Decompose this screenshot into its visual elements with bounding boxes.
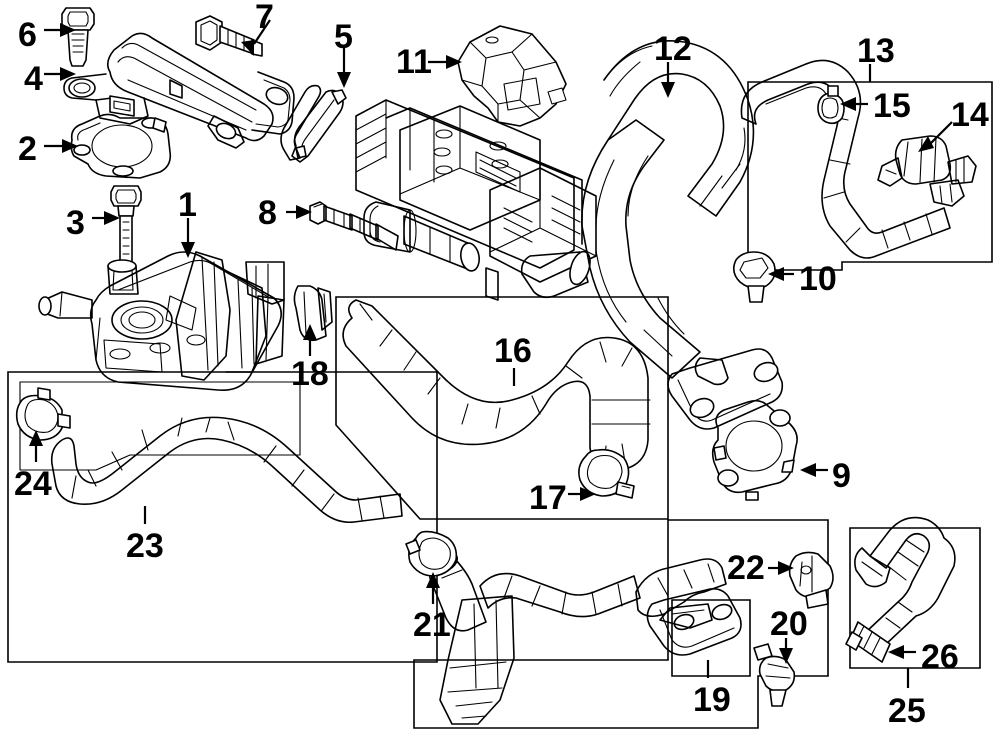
part-24-hose-clamp bbox=[15, 387, 71, 441]
callout-21: 21 bbox=[413, 606, 451, 644]
group-box-19 bbox=[413, 519, 829, 729]
callout-14: 14 bbox=[951, 96, 989, 134]
callout-12: 12 bbox=[654, 30, 692, 68]
group-box-23 bbox=[7, 371, 438, 663]
callout-7: 7 bbox=[255, 0, 274, 36]
part-6-flange-bolt bbox=[61, 7, 95, 67]
callout-1: 1 bbox=[178, 186, 197, 224]
part-12-flange bbox=[667, 348, 784, 430]
group-box-25 bbox=[849, 527, 981, 669]
callout-17: 17 bbox=[529, 479, 567, 517]
part-17-hose-clamp bbox=[578, 448, 635, 499]
part-3-mounting-bolt bbox=[110, 185, 142, 271]
part-egr-cooler-body bbox=[355, 99, 597, 301]
callout-9: 9 bbox=[832, 457, 851, 495]
part-5b-cooler-gasket bbox=[280, 84, 322, 161]
part-2-egr-valve-gasket bbox=[70, 113, 172, 179]
part-10-mounting-nut bbox=[732, 251, 776, 303]
group-box-20 bbox=[671, 599, 751, 677]
callout-5: 5 bbox=[334, 18, 353, 56]
part-8-vacuum-hose-fitting bbox=[309, 201, 399, 251]
callout-19: 19 bbox=[693, 681, 731, 719]
callout-10: 10 bbox=[799, 260, 837, 298]
callout-22: 22 bbox=[727, 549, 765, 587]
part-4-egr-tube-bracket bbox=[63, 32, 295, 149]
callout-18: 18 bbox=[291, 355, 329, 393]
callout-15: 15 bbox=[873, 87, 911, 125]
part-11-heat-shield bbox=[457, 25, 567, 127]
callout-24: 24 bbox=[14, 465, 52, 503]
part-9-pipe-gasket bbox=[711, 399, 798, 501]
group-box-23-inner bbox=[19, 381, 301, 471]
callout-26: 26 bbox=[921, 638, 959, 676]
callout-6: 6 bbox=[18, 16, 37, 54]
callout-13: 13 bbox=[857, 32, 895, 70]
callout-8: 8 bbox=[258, 194, 277, 232]
part-26-hose-clamp bbox=[845, 621, 891, 663]
part-12-air-inlet-duct bbox=[581, 40, 755, 379]
callout-2: 2 bbox=[18, 130, 37, 168]
part-15-hose-clamp bbox=[817, 85, 845, 125]
callout-25: 25 bbox=[888, 692, 926, 730]
part-25-hose-assembly bbox=[854, 516, 956, 647]
part-23-coolant-hose bbox=[50, 416, 403, 524]
part-13-hose-assembly bbox=[740, 59, 951, 259]
callout-11: 11 bbox=[396, 43, 432, 81]
leader-lines bbox=[29, 19, 953, 688]
callout-20: 20 bbox=[770, 605, 808, 643]
callout-23: 23 bbox=[126, 527, 164, 565]
callout-3: 3 bbox=[66, 204, 85, 242]
part-16-coolant-hose bbox=[342, 299, 651, 471]
part-1-egr-valve bbox=[38, 251, 285, 392]
part-20-pipe-bolt bbox=[753, 643, 796, 707]
part-22-hose-clamp bbox=[788, 551, 834, 609]
callout-4: 4 bbox=[24, 60, 43, 98]
group-box-16 bbox=[335, 296, 669, 520]
part-21-hose-clamp bbox=[405, 530, 458, 577]
callout-16: 16 bbox=[494, 332, 532, 370]
